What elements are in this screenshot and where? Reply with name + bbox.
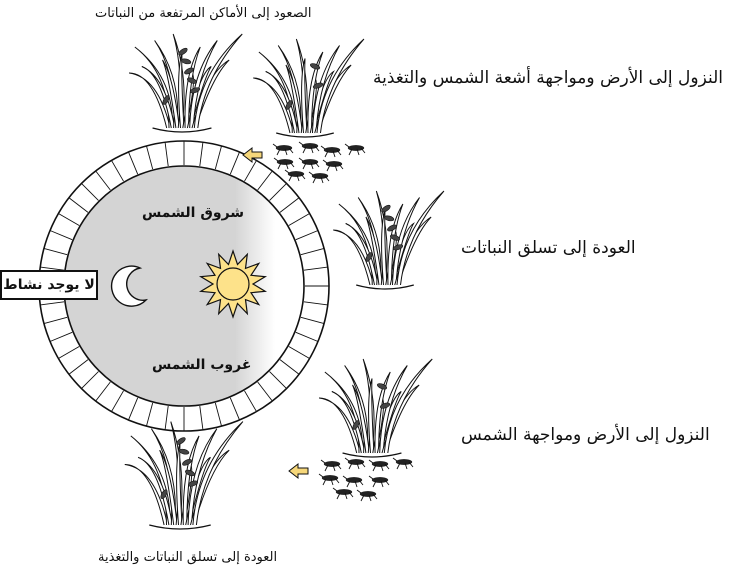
plant-top-left [129, 34, 242, 132]
label-sunrise: شروق الشمس [142, 205, 244, 221]
label-descend-sun: النزول إلى الأرض ومواجهة الشمس [461, 425, 710, 445]
label-climb-high: الصعود إلى الأماكن المرتفعة من النباتات [95, 6, 311, 21]
label-return-climb: العودة إلى تسلق النباتات [461, 238, 636, 258]
insect-group-lower [319, 458, 413, 501]
plant-lower-right [319, 359, 432, 457]
plant-mid-right [333, 191, 444, 289]
left-arrow-icon [289, 464, 308, 478]
plant-bottom [125, 422, 243, 529]
label-descend-feed: النزول إلى الأرض ومواجهة أشعة الشمس والت… [373, 68, 723, 88]
insect-group-upper [273, 142, 365, 183]
label-no-activity: لا يوجد نشاط [0, 270, 98, 300]
label-sunset: غروب الشمس [152, 357, 251, 373]
label-return-climb-feed: العودة إلى تسلق النباتات والتغذية [98, 550, 277, 565]
plant-top-right [253, 39, 364, 137]
